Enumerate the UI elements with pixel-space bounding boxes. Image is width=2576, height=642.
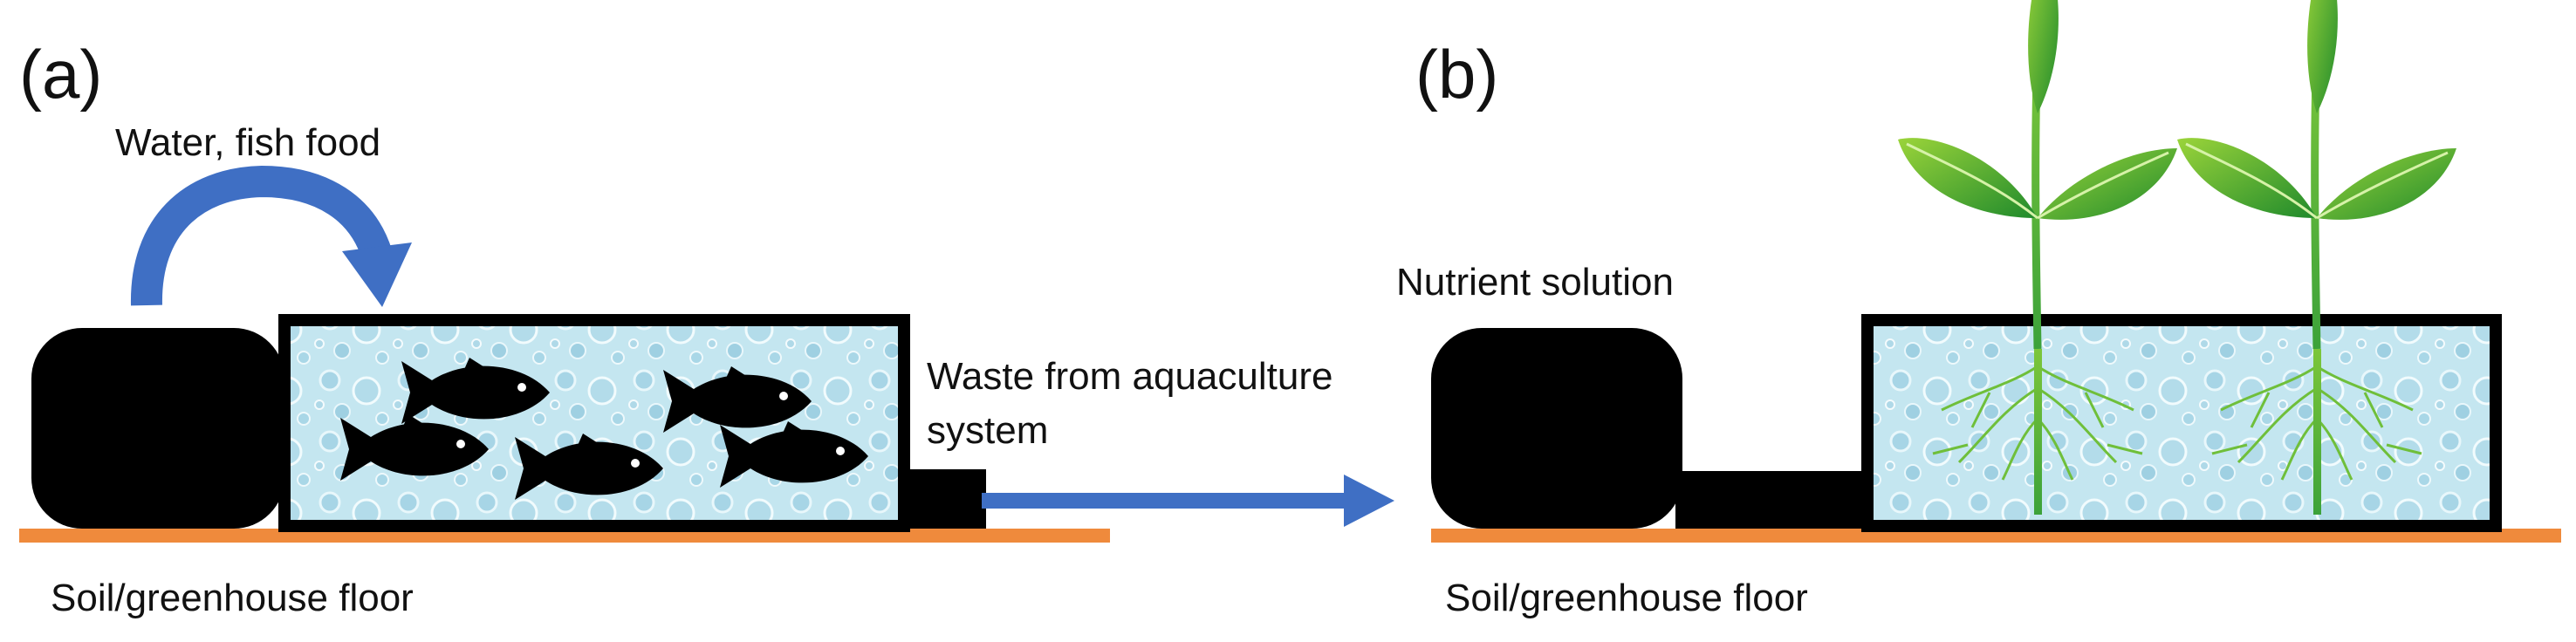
tank-outlet (899, 469, 986, 529)
input-label: Water, fish food (115, 121, 380, 164)
panel-a-label: (a) (19, 36, 102, 113)
floor-label-a: Soil/greenhouse floor (51, 577, 414, 619)
nutrient-reservoir (1431, 328, 1682, 529)
floor-label-b: Soil/greenhouse floor (1445, 577, 1808, 619)
right-arrow-icon (982, 475, 1394, 527)
panel-b: (b) Nutrient solution Soil/greenhouse fl… (1396, 0, 2561, 619)
panel-a: (a) Water, fish food Waste from aquacult… (19, 36, 1394, 619)
feed-reservoir (31, 328, 284, 529)
plant-icon (1898, 0, 2177, 515)
curved-arrow-icon (130, 165, 412, 307)
output-label-line1: Waste from aquaculture (927, 355, 1333, 398)
reservoir-label: Nutrient solution (1396, 261, 1674, 304)
plant-icon (2177, 0, 2456, 515)
aquaculture-tank (278, 314, 910, 532)
hydroponic-bed (1861, 314, 2502, 532)
output-label-line2: system (927, 409, 1048, 452)
connecting-pipe (1675, 471, 1876, 529)
panel-b-label: (b) (1415, 36, 1498, 113)
